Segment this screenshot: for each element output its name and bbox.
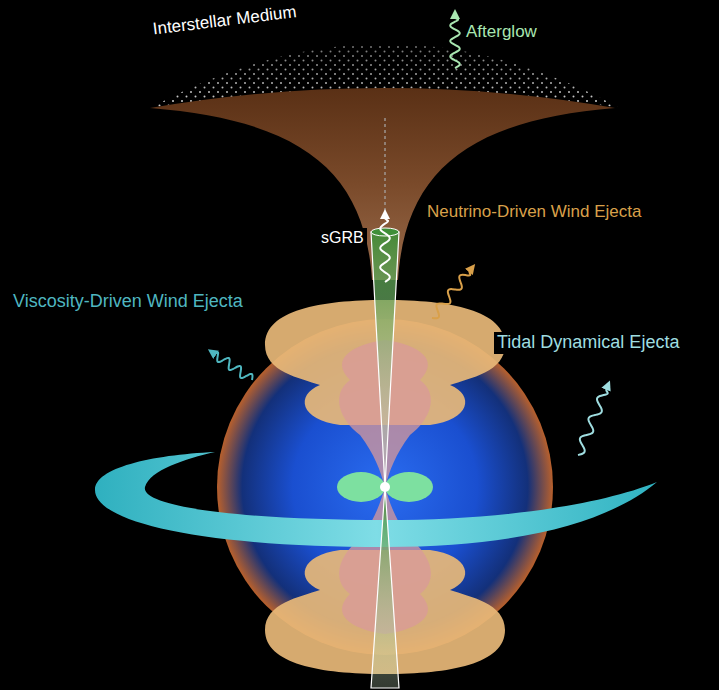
region-label: Interstellar Medium [149, 2, 301, 41]
emission-wave [450, 14, 460, 68]
emission-wave [432, 268, 472, 318]
emission-wave [578, 385, 608, 455]
jet-cap [371, 228, 399, 236]
region-label: Neutrino-Driven Wind Ejecta [424, 202, 644, 222]
remnant [380, 482, 390, 492]
jet-cone [371, 232, 399, 487]
region-label: Afterglow [463, 22, 540, 42]
region-label: Viscosity-Driven Wind Ejecta [10, 291, 246, 313]
torus-lobe [385, 472, 433, 502]
jet-axis [384, 118, 385, 215]
tidal-disk [95, 452, 657, 547]
emission-wave [380, 214, 390, 282]
region-label: Tidal Dynamical Ejecta [494, 332, 682, 354]
emission-wave [212, 352, 253, 380]
wave-group [212, 14, 608, 455]
torus-lobe [337, 472, 385, 502]
jet-cone [371, 487, 399, 688]
region-label: sGRB [318, 228, 367, 247]
